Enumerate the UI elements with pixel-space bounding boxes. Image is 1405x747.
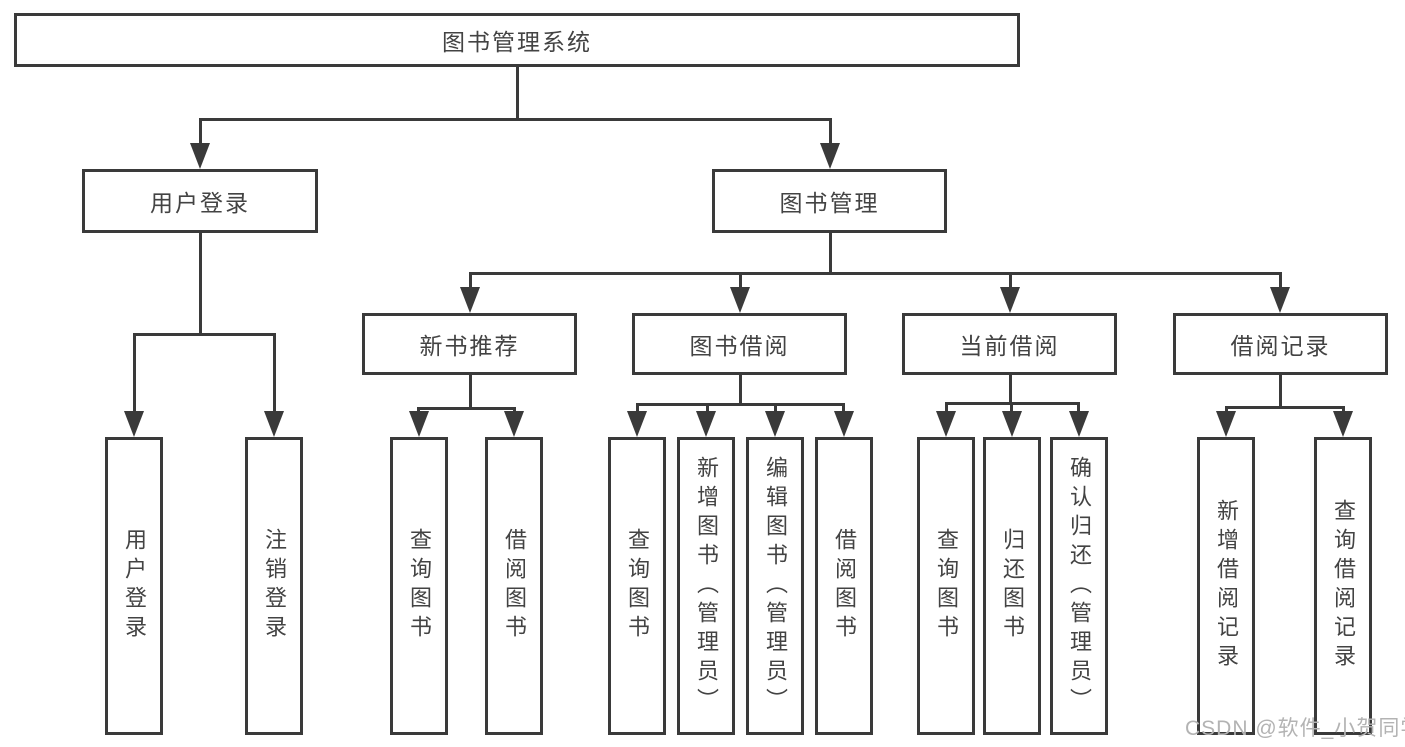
leaf-label: 查询图书 bbox=[407, 528, 432, 644]
arrow-down-icon bbox=[1333, 411, 1353, 437]
connector-line bbox=[1009, 375, 1012, 402]
leaf-label: 归还图书 bbox=[1000, 528, 1025, 644]
connector-line bbox=[842, 403, 845, 413]
leaf-label: 新增图书（管理员） bbox=[694, 455, 719, 717]
leaf-borrowing-borrow-books: 借阅图书 bbox=[815, 437, 873, 735]
csdn-watermark: CSDN @软件_小贺同学 bbox=[1185, 717, 1405, 740]
node-label: 图书管理 bbox=[779, 190, 880, 216]
connector-line bbox=[1225, 406, 1228, 413]
connector-line bbox=[1010, 402, 1013, 413]
node-label: 图书管理系统 bbox=[442, 29, 592, 55]
node-borrowing-records: 借阅记录 bbox=[1173, 313, 1388, 375]
leaf-label: 编辑图书（管理员） bbox=[763, 455, 788, 717]
connector-line bbox=[774, 403, 777, 413]
leaf-borrowing-query-books: 查询图书 bbox=[608, 437, 666, 735]
leaf-recommend-borrow-books: 借阅图书 bbox=[485, 437, 543, 735]
leaf-label: 用户登录 bbox=[122, 528, 147, 644]
arrow-down-icon bbox=[730, 287, 750, 313]
connector-line bbox=[1225, 406, 1345, 409]
node-book-borrowing: 图书借阅 bbox=[632, 313, 847, 375]
leaf-label: 注销登录 bbox=[262, 528, 287, 644]
connector-line bbox=[417, 407, 516, 410]
arrow-down-icon bbox=[1002, 411, 1022, 437]
node-book-management: 图书管理 bbox=[712, 169, 947, 233]
leaf-records-add-borrow-record: 新增借阅记录 bbox=[1197, 437, 1255, 735]
leaf-label: 新增借阅记录 bbox=[1214, 499, 1239, 673]
arrow-down-icon bbox=[1000, 287, 1020, 313]
arrow-down-icon bbox=[627, 411, 647, 437]
arrow-down-icon bbox=[1270, 287, 1290, 313]
node-label: 新书推荐 bbox=[419, 333, 520, 359]
leaf-logout-login: 注销登录 bbox=[245, 437, 303, 735]
arrow-down-icon bbox=[190, 143, 210, 169]
connector-line bbox=[945, 402, 948, 413]
arrow-down-icon bbox=[504, 411, 524, 437]
leaf-recommend-query-books: 查询图书 bbox=[390, 437, 448, 735]
connector-line bbox=[1279, 375, 1282, 406]
node-root-library-system: 图书管理系统 bbox=[14, 13, 1020, 67]
connector-line bbox=[133, 333, 276, 336]
leaf-records-query-borrow-record: 查询借阅记录 bbox=[1314, 437, 1372, 735]
leaf-borrowing-edit-books-admin: 编辑图书（管理员） bbox=[746, 437, 804, 735]
node-label: 用户登录 bbox=[150, 190, 250, 216]
leaf-label: 确认归还（管理员） bbox=[1067, 455, 1092, 717]
connector-line bbox=[739, 272, 742, 289]
arrow-down-icon bbox=[820, 143, 840, 169]
node-new-book-recommend: 新书推荐 bbox=[362, 313, 577, 375]
connector-line bbox=[469, 375, 472, 407]
arrow-down-icon bbox=[409, 411, 429, 437]
leaf-label: 查询借阅记录 bbox=[1331, 499, 1356, 673]
connector-line bbox=[829, 233, 832, 272]
arrow-down-icon bbox=[696, 411, 716, 437]
connector-line bbox=[1279, 272, 1282, 289]
arrow-down-icon bbox=[124, 411, 144, 437]
leaf-current-confirm-return-admin: 确认归还（管理员） bbox=[1050, 437, 1108, 735]
leaf-label: 借阅图书 bbox=[832, 528, 857, 644]
connector-line bbox=[199, 118, 832, 121]
connector-line bbox=[469, 272, 472, 289]
leaf-label: 借阅图书 bbox=[502, 528, 527, 644]
leaf-current-query-books: 查询图书 bbox=[917, 437, 975, 735]
connector-line bbox=[199, 118, 202, 145]
connector-line bbox=[739, 375, 742, 403]
node-current-borrowing: 当前借阅 bbox=[902, 313, 1117, 375]
connector-line bbox=[636, 403, 845, 406]
node-user-login: 用户登录 bbox=[82, 169, 318, 233]
leaf-current-return-books: 归还图书 bbox=[983, 437, 1041, 735]
arrow-down-icon bbox=[765, 411, 785, 437]
node-label: 图书借阅 bbox=[689, 333, 790, 359]
connector-line bbox=[636, 403, 639, 413]
connector-line bbox=[1009, 272, 1012, 289]
connector-line bbox=[1077, 402, 1080, 413]
connector-line bbox=[273, 333, 276, 413]
connector-line bbox=[417, 407, 420, 413]
connector-line bbox=[469, 272, 1282, 275]
connector-line bbox=[199, 233, 202, 333]
leaf-label: 查询图书 bbox=[934, 528, 959, 644]
arrow-down-icon bbox=[460, 287, 480, 313]
node-label: 当前借阅 bbox=[959, 333, 1060, 359]
node-label: 借阅记录 bbox=[1230, 333, 1331, 359]
connector-line bbox=[513, 407, 516, 413]
connector-line bbox=[829, 118, 832, 145]
arrow-down-icon bbox=[1069, 411, 1089, 437]
connector-line bbox=[706, 403, 709, 413]
leaf-label: 查询图书 bbox=[625, 528, 650, 644]
arrow-down-icon bbox=[1216, 411, 1236, 437]
connector-line bbox=[133, 333, 136, 413]
leaf-user-login: 用户登录 bbox=[105, 437, 163, 735]
connector-line bbox=[516, 67, 519, 118]
connector-line bbox=[1342, 406, 1345, 413]
arrow-down-icon bbox=[264, 411, 284, 437]
leaf-borrowing-add-books-admin: 新增图书（管理员） bbox=[677, 437, 735, 735]
arrow-down-icon bbox=[936, 411, 956, 437]
arrow-down-icon bbox=[834, 411, 854, 437]
